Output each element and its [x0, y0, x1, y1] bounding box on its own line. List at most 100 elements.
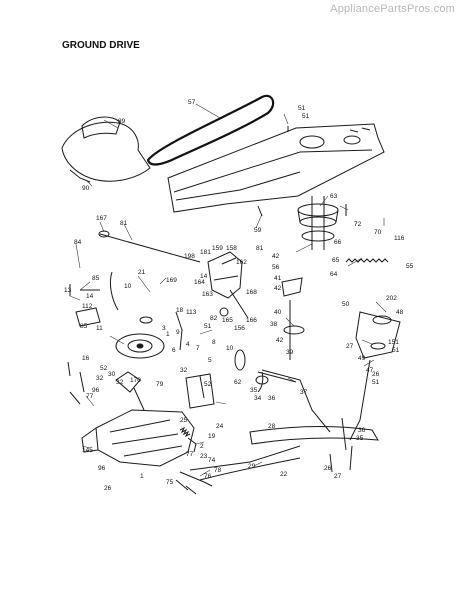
callout-14: 14 — [200, 273, 208, 280]
callout-30: 30 — [108, 371, 116, 378]
callout-63: 63 — [330, 193, 338, 200]
callout-7: 7 — [196, 345, 200, 352]
callout-116: 116 — [394, 235, 405, 242]
callout-202: 202 — [386, 295, 397, 302]
callout-169: 169 — [166, 277, 177, 284]
callout-51: 51 — [298, 105, 306, 112]
callout-23: 23 — [200, 453, 208, 460]
callout-70: 70 — [374, 229, 382, 236]
callout-32: 32 — [96, 375, 104, 382]
callout-6: 6 — [172, 347, 176, 354]
callout-26: 26 — [372, 371, 380, 378]
drive-belt — [146, 94, 275, 166]
callout-14: 14 — [86, 293, 94, 300]
callout-36: 36 — [268, 395, 276, 402]
callout-64: 64 — [330, 271, 338, 278]
callout-145: 145 — [82, 447, 93, 454]
callout-51: 51 — [302, 113, 310, 120]
callout-26: 26 — [104, 485, 112, 492]
callout-166: 166 — [246, 317, 257, 324]
callout-32: 32 — [116, 379, 124, 386]
callout-162: 162 — [236, 259, 247, 266]
callout-24: 24 — [216, 423, 224, 430]
callout-16: 16 — [82, 355, 90, 362]
callout-79: 79 — [156, 381, 164, 388]
callout-41: 41 — [274, 275, 282, 282]
callout-26: 26 — [324, 465, 332, 472]
callout-112: 112 — [82, 303, 93, 310]
transaxle — [95, 409, 195, 467]
callout-5: 5 — [208, 357, 212, 364]
seat-pan — [81, 116, 121, 139]
callout-59: 59 — [254, 227, 262, 234]
callout-181: 181 — [200, 249, 211, 256]
tension-spring — [345, 258, 389, 263]
callout-27: 27 — [346, 343, 354, 350]
callout-66: 66 — [334, 239, 342, 246]
callout-47: 47 — [366, 367, 374, 374]
tractor-frame — [167, 123, 385, 213]
callout-51: 51 — [204, 323, 212, 330]
callout-84: 84 — [74, 239, 82, 246]
callout-32: 32 — [180, 367, 188, 374]
callout-113: 113 — [186, 309, 197, 316]
callout-75: 75 — [166, 479, 174, 486]
callout-9: 9 — [176, 329, 180, 336]
callout-55: 55 — [406, 263, 414, 270]
callout-65: 65 — [332, 257, 340, 264]
brake-bracket — [185, 373, 215, 409]
callout-10: 10 — [124, 283, 132, 290]
callout-85: 85 — [92, 275, 100, 282]
callout-52: 52 — [100, 365, 108, 372]
callout-3: 3 — [162, 325, 166, 332]
seat-fender — [61, 121, 151, 182]
cross-shaft — [249, 425, 379, 445]
callout-11: 11 — [96, 325, 103, 332]
callout-2: 2 — [200, 443, 204, 450]
callout-51: 51 — [392, 347, 400, 354]
callout-51: 51 — [372, 379, 380, 386]
callout-77: 77 — [186, 451, 194, 458]
callout-74: 74 — [208, 457, 216, 464]
callout-34: 34 — [254, 395, 262, 402]
callout-89: 89 — [118, 118, 126, 125]
callout-159: 159 — [212, 245, 223, 252]
callout-72: 72 — [354, 221, 362, 228]
callout-1: 1 — [140, 473, 144, 480]
callout-164: 164 — [194, 279, 205, 286]
callout-40: 40 — [274, 309, 282, 316]
shift-rod — [99, 233, 201, 263]
callout-81: 81 — [120, 220, 128, 227]
callout-78: 78 — [214, 467, 222, 474]
callout-10: 10 — [226, 345, 234, 352]
callout-8: 8 — [212, 339, 216, 346]
callout-35: 35 — [250, 387, 258, 394]
callout-18: 18 — [176, 307, 184, 314]
callout-96: 96 — [92, 387, 100, 394]
callout-56: 56 — [272, 264, 280, 271]
callout-36: 36 — [358, 427, 366, 434]
callout-22: 22 — [280, 471, 288, 478]
callout-21: 21 — [138, 269, 146, 276]
callout-19: 19 — [208, 433, 216, 440]
callout-25: 25 — [180, 417, 188, 424]
callout-76: 76 — [204, 473, 212, 480]
callout-62: 62 — [234, 379, 242, 386]
callout-96: 96 — [98, 465, 106, 472]
callout-163: 163 — [202, 291, 213, 298]
brake-spring — [179, 426, 191, 438]
callout-50: 50 — [342, 301, 350, 308]
callout-85: 85 — [80, 323, 88, 330]
brake-rod — [261, 369, 331, 433]
callout-158: 158 — [226, 245, 237, 252]
callout-81: 81 — [256, 245, 264, 252]
callout-57: 57 — [188, 99, 196, 106]
callout-156: 156 — [234, 325, 245, 332]
callout-35: 35 — [356, 435, 364, 442]
callout-39: 39 — [286, 349, 294, 356]
callout-37: 37 — [300, 389, 308, 396]
callout-77: 77 — [86, 393, 94, 400]
callout-28: 28 — [268, 423, 276, 430]
